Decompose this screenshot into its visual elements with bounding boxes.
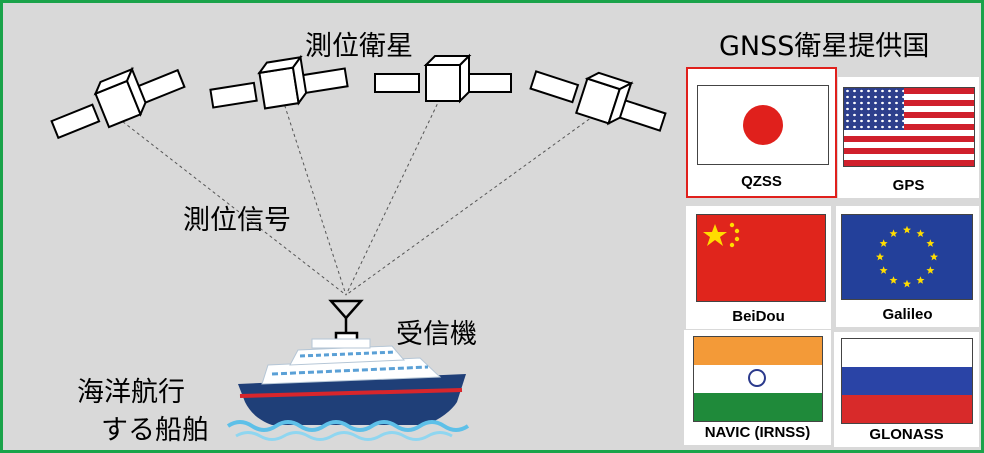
provider-card-galileo: Galileo (836, 206, 979, 327)
provider-caption: NAVIC (IRNSS) (704, 424, 811, 441)
india-flag-icon (693, 336, 823, 422)
satellites-label: 測位衛星 (305, 31, 413, 62)
provider-card-qzss: QZSS (686, 67, 837, 198)
signal-lines (117, 87, 600, 296)
eu-flag-icon (841, 214, 973, 300)
provider-caption: GPS (892, 177, 925, 194)
eu-star-icon (879, 266, 888, 274)
provider-title: GNSS衛星提供国 (719, 31, 930, 62)
satellite-icon (374, 53, 512, 104)
provider-caption: BeiDou (732, 308, 785, 325)
eu-star-icon (930, 252, 938, 261)
provider-caption: Galileo (882, 306, 933, 323)
eu-star-icon (916, 229, 925, 237)
china-flag-icon (696, 214, 826, 302)
ship-label-line2: する船舶 (101, 415, 209, 446)
receiver-label: 受信機 (396, 319, 477, 350)
japan-flag-icon (697, 85, 829, 165)
satellite-icon (529, 70, 667, 132)
eu-star-icon (879, 239, 888, 247)
provider-card-gps: GPS (838, 77, 979, 198)
russia-flag-icon (841, 338, 973, 424)
provider-card-navic: NAVIC (IRNSS) (684, 330, 831, 445)
provider-caption: QZSS (741, 173, 782, 190)
ship-label-line1: 海洋航行 (77, 377, 185, 408)
signal-label: 測位信号 (183, 205, 291, 236)
eu-star-icon (916, 276, 925, 284)
eu-star-icon (889, 229, 898, 237)
eu-star-icon (926, 239, 935, 247)
satellite-icon (50, 66, 186, 140)
provider-card-beidou: BeiDou (686, 206, 831, 329)
provider-caption: GLONASS (869, 426, 944, 443)
ship-icon (226, 338, 470, 441)
usa-flag-icon (843, 87, 975, 167)
eu-star-icon (903, 225, 911, 234)
eu-star-icon (926, 266, 935, 274)
provider-card-glonass: GLONASS (834, 332, 979, 447)
satellite-icon (209, 54, 349, 110)
eu-star-icon (889, 276, 898, 284)
eu-star-icon (903, 279, 911, 288)
eu-star-icon (876, 252, 884, 261)
